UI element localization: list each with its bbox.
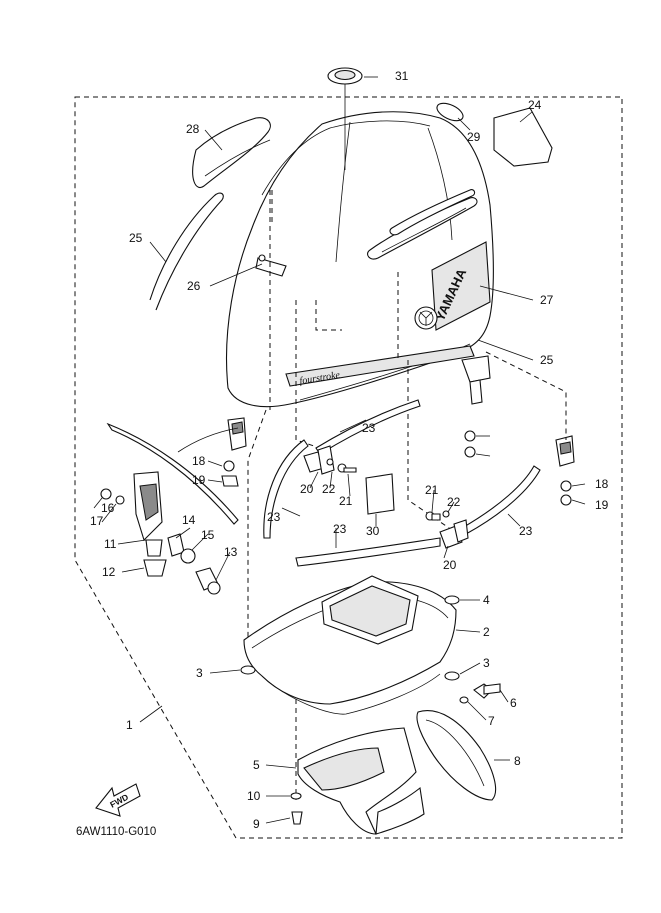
- part-callout-20: 20: [300, 482, 314, 496]
- bracket-20-right: [439, 519, 469, 549]
- washer-3-left: [240, 665, 256, 675]
- part-callout-16: 16: [101, 501, 115, 515]
- lower-cover-2: [243, 575, 457, 715]
- seal-strips-23: [177, 399, 541, 567]
- latch-left: [221, 417, 247, 487]
- latch-right: [461, 355, 491, 458]
- part-callout-20: 20: [443, 558, 457, 572]
- part-callout-23: 23: [267, 510, 281, 524]
- washer-3-right: [444, 671, 460, 681]
- part-callout-1: 1: [126, 718, 133, 732]
- latch-far-right: [555, 435, 575, 506]
- drawing-code: 6AW1110-G010: [76, 826, 156, 838]
- part-callout-2: 2: [483, 625, 490, 639]
- part-callout-3: 3: [196, 666, 203, 680]
- part-callout-25: 25: [129, 231, 143, 245]
- washer-10: [290, 792, 302, 800]
- screw-9: [291, 811, 303, 825]
- part-callout-27: 27: [540, 293, 554, 307]
- washer-7: [459, 696, 469, 704]
- assembly-boundary: [74, 96, 623, 839]
- part-callout-31: 31: [395, 69, 409, 83]
- part-callout-4: 4: [483, 593, 490, 607]
- clip-22-right: [442, 510, 450, 518]
- part-callout-29: 29: [467, 130, 481, 144]
- oval-decal-29: [436, 102, 464, 122]
- bracket-20-left: [303, 445, 335, 475]
- screw-21-left: [337, 463, 357, 473]
- label-plate-30: [365, 473, 395, 515]
- washer-4: [444, 595, 460, 605]
- label-sheet-24: [493, 107, 553, 167]
- top-cowling: YAMAHA fourstroke: [225, 111, 494, 408]
- clip-22-left: [326, 458, 334, 466]
- part-callout-11: 11: [104, 537, 117, 551]
- part-callout-12: 12: [102, 565, 116, 579]
- bolt-6: [473, 683, 501, 699]
- part-callout-18: 18: [192, 454, 206, 468]
- part-callout-13: 13: [224, 545, 238, 559]
- screw-21-right: [425, 511, 441, 521]
- part-callout-15: 15: [201, 528, 215, 542]
- emblem-31: [327, 67, 363, 170]
- fwd-arrow-icon: FWD: [95, 783, 141, 817]
- part-callout-6: 6: [510, 696, 517, 710]
- part-callout-14: 14: [182, 513, 196, 527]
- part-callout-19: 19: [595, 498, 609, 512]
- part-number-callouts: 1233456789101112131415161718181919202021…: [90, 69, 609, 831]
- part-callout-22: 22: [322, 482, 336, 496]
- part-callout-24: 24: [528, 98, 542, 112]
- part-callout-8: 8: [514, 754, 521, 768]
- part-callout-23: 23: [333, 522, 347, 536]
- part-callout-23: 23: [362, 421, 376, 435]
- side-stripe-25: [149, 192, 224, 311]
- side-decal-28: [192, 117, 271, 188]
- part-callout-30: 30: [366, 524, 380, 538]
- part-callout-23: 23: [519, 524, 533, 538]
- part-callout-7: 7: [488, 714, 495, 728]
- part-callout-10: 10: [247, 789, 261, 803]
- part-callout-28: 28: [186, 122, 200, 136]
- part-callout-21: 21: [425, 483, 439, 497]
- part-callout-17: 17: [90, 514, 104, 528]
- part-callout-18: 18: [595, 477, 609, 491]
- part-callout-21: 21: [339, 494, 353, 508]
- part-callout-5: 5: [253, 758, 260, 772]
- part-callout-3: 3: [483, 656, 490, 670]
- part-callout-25: 25: [540, 353, 554, 367]
- part-callout-19: 19: [192, 473, 206, 487]
- side-cover-8: [416, 710, 497, 801]
- part-callout-9: 9: [253, 817, 260, 831]
- bracket-assembly-left: [100, 422, 239, 595]
- part-callout-22: 22: [447, 495, 461, 509]
- part-callout-26: 26: [187, 279, 201, 293]
